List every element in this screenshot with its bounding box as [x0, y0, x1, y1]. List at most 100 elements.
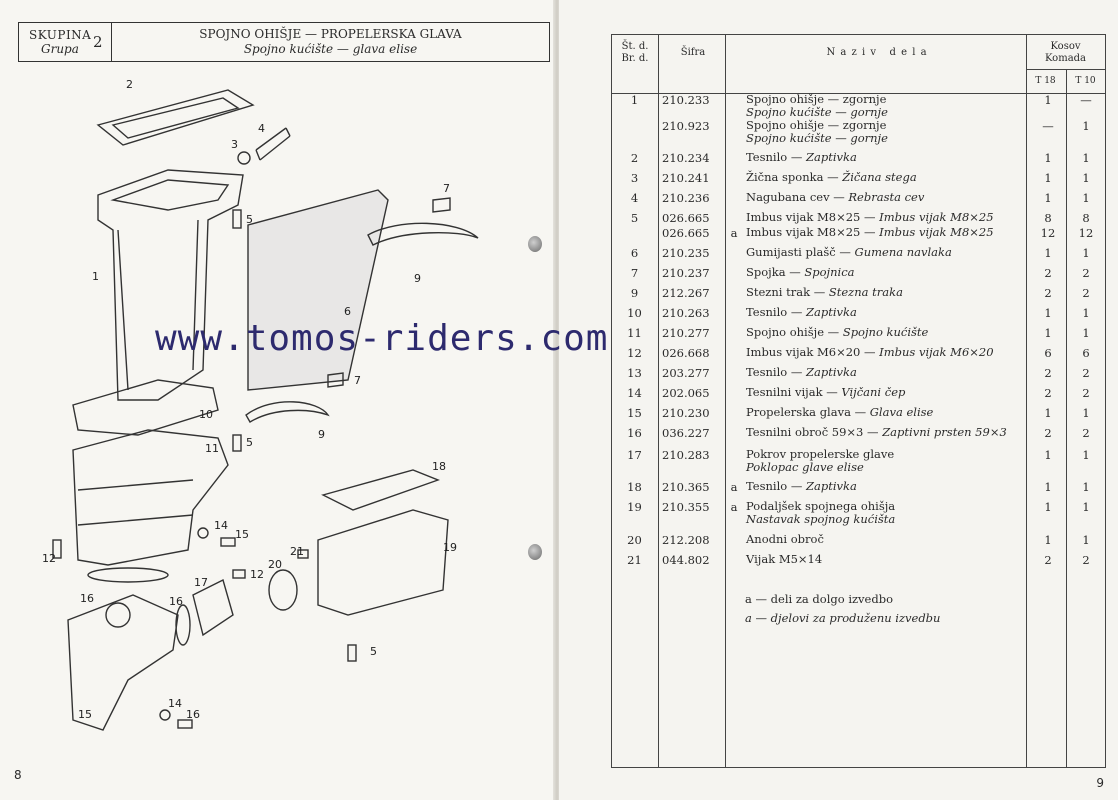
- name-alt-inline: Zaptivni prsten 59×3: [882, 425, 1007, 439]
- callout: 16: [186, 708, 200, 721]
- name-text: Imbus vijak M8×25 —: [746, 210, 880, 224]
- name-alt-inline: Spojno kućište: [842, 325, 929, 339]
- cell-code: 210.236: [662, 191, 710, 205]
- cell-code: 210.923: [662, 119, 710, 133]
- callout: 9: [414, 272, 421, 285]
- cell-name: Tesnilo — Zaptivka: [746, 366, 857, 379]
- name-text: Spojno ohišje —: [746, 325, 843, 339]
- name-alt-inline: Zaptivka: [805, 305, 857, 319]
- part-band-bottom: [245, 401, 330, 423]
- cell-t18: 1: [1044, 151, 1052, 165]
- group-box: SKUPINA Grupa 2: [19, 23, 112, 61]
- cell-code: 036.227: [662, 426, 710, 440]
- callout: 2: [126, 78, 133, 91]
- cell-t18: 6: [1044, 346, 1052, 360]
- callout: 17: [194, 576, 208, 589]
- cell-code: 210.263: [662, 306, 710, 320]
- part-upper-housing: [97, 169, 244, 401]
- name-alt-inline: Vijčani čep: [841, 385, 906, 399]
- cell-t10: 2: [1082, 553, 1090, 567]
- cell-code: 210.235: [662, 246, 710, 260]
- cell-no: 21: [627, 553, 642, 567]
- cell-no: 5: [630, 211, 639, 225]
- cell-name: Tesnilo — Zaptivka: [746, 151, 857, 164]
- callout: 4: [258, 122, 265, 135]
- callout: 5: [370, 645, 377, 658]
- cell-t18: 1: [1044, 306, 1052, 320]
- cell-name: Tesnilo — Zaptivka: [746, 306, 857, 319]
- name-text: Gumijasti plašč —: [746, 245, 855, 259]
- cell-t18: 2: [1044, 426, 1052, 440]
- cell-t10: 2: [1082, 266, 1090, 280]
- name-text: Podaljšek spojnega ohišja: [746, 499, 896, 513]
- cell-t10: 1: [1082, 246, 1090, 260]
- part-head-cover: [192, 578, 234, 637]
- cell-t10: 1: [1082, 119, 1090, 133]
- cell-no: 6: [630, 246, 639, 260]
- cell-code: 212.208: [662, 533, 710, 547]
- name-alt: Poklopac glave elise: [746, 460, 864, 474]
- name-text: Vijak M5×14: [746, 552, 823, 566]
- name-alt-inline: Zaptivka: [805, 365, 857, 379]
- cell-variant: a: [730, 226, 738, 240]
- name-text: Tesnilo —: [746, 305, 806, 319]
- cell-code: 210.355: [662, 500, 710, 514]
- name-alt-inline: Imbus vijak M8×25: [879, 225, 994, 239]
- cell-name: Propelerska glava — Glava elise: [746, 406, 933, 419]
- cell-t18: 1: [1044, 326, 1052, 340]
- cell-no: 9: [630, 286, 639, 300]
- cell-t10: 1: [1082, 500, 1090, 514]
- name-text: Tesnilo —: [746, 365, 806, 379]
- callout: 15: [78, 708, 92, 721]
- cell-code: 210.277: [662, 326, 710, 340]
- cell-name: Stezni trak — Stezna traka: [746, 286, 903, 299]
- cell-t18: 1: [1044, 500, 1052, 514]
- header-no: Št. d.Br. d.: [621, 41, 649, 64]
- name-alt-inline: Gumena navlaka: [854, 245, 952, 259]
- cell-variant: a: [730, 500, 738, 514]
- callout: 16: [80, 592, 94, 605]
- cell-t18: 2: [1044, 286, 1052, 300]
- name-text: Spojno ohišje — zgornje: [746, 92, 887, 106]
- cell-no: 19: [627, 500, 642, 514]
- callout: 19: [443, 541, 457, 554]
- header-code: Šifra: [680, 47, 706, 58]
- callout: 16: [169, 595, 183, 608]
- callout: 5: [246, 436, 253, 449]
- cell-code: 210.234: [662, 151, 710, 165]
- header-t10: T 10: [1075, 76, 1096, 86]
- cell-name: Imbus vijak M8×25 — Imbus vijak M8×25: [746, 211, 994, 224]
- cell-t18: 1: [1044, 171, 1052, 185]
- name-text: Tesnilni obroč 59×3 —: [746, 425, 883, 439]
- cell-no: 15: [627, 406, 642, 420]
- right-page: [559, 0, 1118, 800]
- cell-t10: 1: [1082, 480, 1090, 494]
- binder-hole: [528, 236, 542, 252]
- cell-t10: 12: [1078, 226, 1094, 240]
- cell-t18: 1: [1044, 406, 1052, 420]
- name-text: Stezni trak —: [746, 285, 829, 299]
- callout: 18: [432, 460, 446, 473]
- part-housing-11: [72, 429, 229, 566]
- name-alt: Nastavak spojnog kućišta: [746, 512, 896, 526]
- callout: 7: [443, 182, 450, 195]
- name-text: Pokrov propelerske glave: [746, 447, 895, 461]
- cell-t10: 1: [1082, 533, 1090, 547]
- callout: 14: [214, 519, 228, 532]
- name-alt: Spojno kućište — gornje: [746, 131, 888, 145]
- cell-code: 026.665: [662, 211, 710, 225]
- header-name: N a z i v d e l a: [826, 47, 928, 58]
- cell-t10: 1: [1082, 406, 1090, 420]
- callout: 14: [168, 697, 182, 710]
- part-corrugated-hose: [255, 127, 291, 161]
- cell-code: 026.665: [662, 226, 710, 240]
- part-gasket-10: [72, 379, 219, 436]
- cell-t10: —: [1080, 93, 1092, 107]
- callout: 12: [42, 552, 56, 565]
- cell-t18: 12: [1040, 226, 1056, 240]
- note-long-version: a — deli za dolgo izvedbo: [745, 592, 894, 606]
- header-t18: T 18: [1035, 76, 1056, 86]
